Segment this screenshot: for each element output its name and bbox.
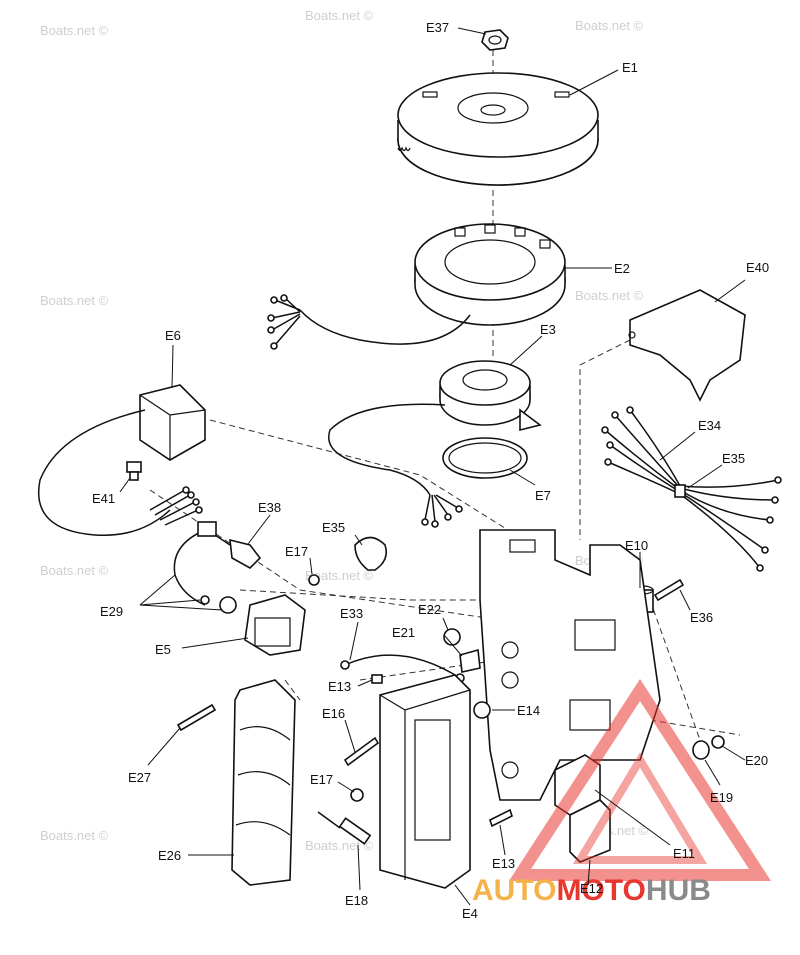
mounting-plate xyxy=(479,529,661,801)
e37-flywheel-nut xyxy=(481,29,509,51)
e27-bolt xyxy=(176,703,217,732)
label-e2: E2 xyxy=(614,261,630,276)
label-e10: E10 xyxy=(625,538,648,553)
label-e36: E36 xyxy=(690,610,713,625)
watermark: Boats.net © xyxy=(40,293,109,308)
label-e13-upper: E13 xyxy=(328,679,351,694)
e34-wire-harness xyxy=(601,406,782,572)
watermark: Boats.net © xyxy=(40,563,109,578)
e1-flywheel xyxy=(397,72,599,186)
label-e16: E16 xyxy=(322,706,345,721)
logo-part3: HUB xyxy=(646,874,711,907)
e26-coil-pack xyxy=(231,679,296,886)
label-e18: E18 xyxy=(345,893,368,908)
label-e37: E37 xyxy=(426,20,449,35)
logo-part1: AUTO xyxy=(472,874,556,907)
label-e19: E19 xyxy=(710,790,733,805)
label-e35-lower: E35 xyxy=(322,520,345,535)
label-e17-lower: E17 xyxy=(310,772,333,787)
label-e38: E38 xyxy=(258,500,281,515)
label-e6: E6 xyxy=(165,328,181,343)
e2-stator-wires xyxy=(267,294,471,350)
watermark: Boats.net © xyxy=(305,8,374,23)
e21-clip xyxy=(459,648,481,673)
label-e13-lower: E13 xyxy=(492,856,515,871)
label-e33: E33 xyxy=(340,606,363,621)
assembly-lines xyxy=(149,50,741,741)
logo-triangle-icon xyxy=(508,678,772,881)
e17-nut-upper xyxy=(308,574,320,586)
e6-rectifier xyxy=(139,384,206,461)
e16-bolt xyxy=(343,736,380,767)
logo-triangle-inner-icon xyxy=(572,752,708,864)
watermark: Boats.net © xyxy=(305,838,374,853)
label-e26: E26 xyxy=(158,848,181,863)
e3-trigger-wires xyxy=(328,403,463,528)
label-e5: E5 xyxy=(155,642,171,657)
watermark: Boats.net © xyxy=(305,568,374,583)
watermark: Boats.net © xyxy=(575,18,644,33)
label-e35-upper: E35 xyxy=(722,451,745,466)
e38-sensor xyxy=(214,534,262,569)
e4-switch-box xyxy=(379,674,471,889)
watermark: Boats.net © xyxy=(575,288,644,303)
e29-spark-plug-lead xyxy=(173,521,237,614)
e14-bushing xyxy=(473,701,491,719)
e7-gasket xyxy=(442,437,528,479)
e20-washer xyxy=(711,735,725,749)
label-e20: E20 xyxy=(745,753,768,768)
e36-pin xyxy=(653,578,685,602)
label-e4: E4 xyxy=(462,906,478,921)
e19-spacer xyxy=(692,740,710,760)
e3-trigger-coil xyxy=(439,360,542,432)
label-e14: E14 xyxy=(517,703,540,718)
label-e40: E40 xyxy=(746,260,769,275)
label-e1: E1 xyxy=(622,60,638,75)
labels: E37 E1 E2 E3 E7 E40 E34 E35 E6 E41 E38 E… xyxy=(92,20,769,921)
autmotohub-logo: AUTOMOTOHUB xyxy=(472,678,772,907)
e2-stator xyxy=(414,223,566,326)
label-e12: E12 xyxy=(580,881,603,896)
label-e7: E7 xyxy=(535,488,551,503)
e13-screw-upper xyxy=(371,674,383,684)
label-e34: E34 xyxy=(698,418,721,433)
label-e17-upper: E17 xyxy=(285,544,308,559)
e18-fuse-holder xyxy=(317,811,372,845)
label-e22: E22 xyxy=(418,602,441,617)
e13-screw-lower xyxy=(489,808,513,828)
e5-ignition-coil xyxy=(244,594,306,656)
e6-rectifier-wires xyxy=(38,409,203,537)
label-e21: E21 xyxy=(392,625,415,640)
label-e41: E41 xyxy=(92,491,115,506)
logo-part2: MOTO xyxy=(556,874,645,907)
e35-clamp xyxy=(354,536,388,571)
watermark: Boats.net © xyxy=(40,828,109,843)
e12-terminal-block xyxy=(569,799,611,863)
svg-text:AUTOMOTOHUB: AUTOMOTOHUB xyxy=(472,874,711,907)
e40-bracket xyxy=(628,289,746,402)
label-e27: E27 xyxy=(128,770,151,785)
e41-screw xyxy=(126,461,142,481)
label-e11: E11 xyxy=(673,846,695,861)
label-e29: E29 xyxy=(100,604,123,619)
label-e3: E3 xyxy=(540,322,556,337)
watermark: Boats.net © xyxy=(40,23,109,38)
